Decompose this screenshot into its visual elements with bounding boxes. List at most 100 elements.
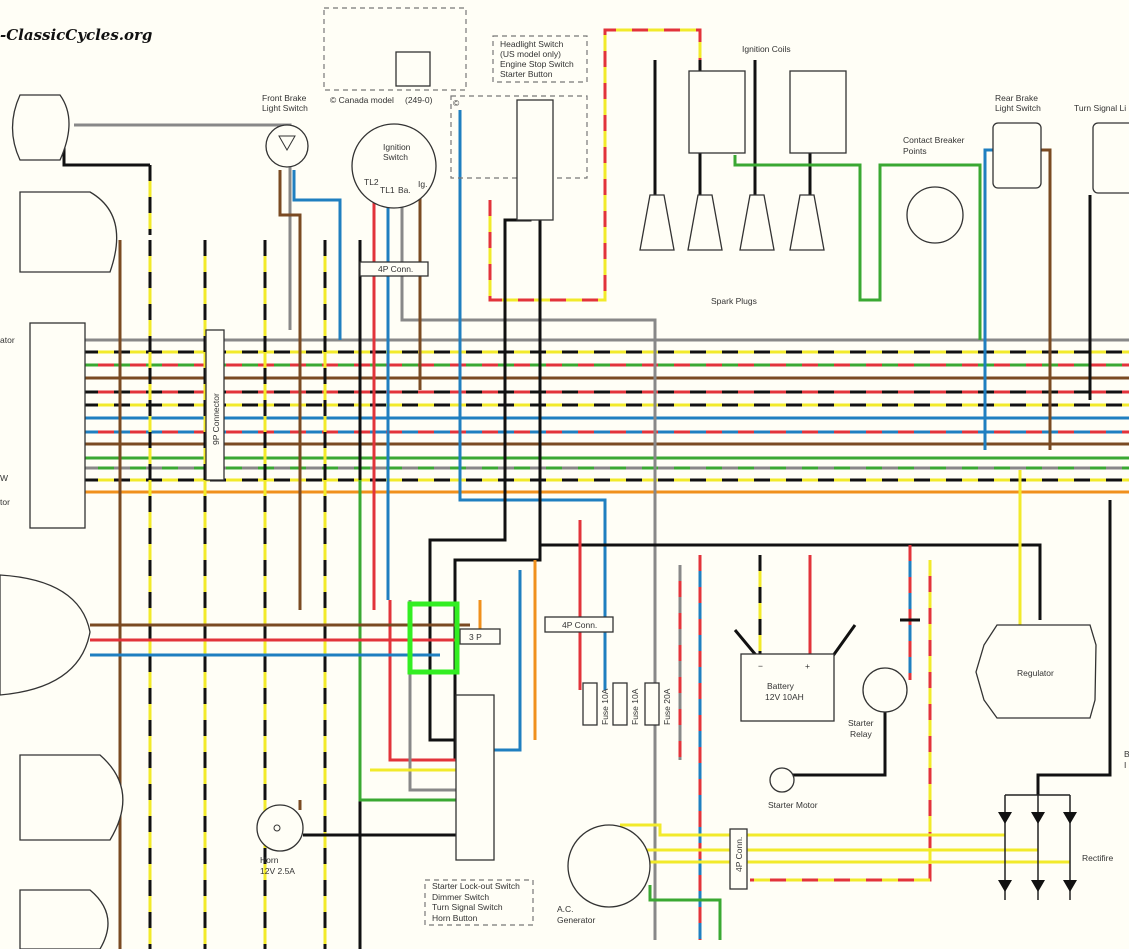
dimmer-switch-label: Dimmer Switch (432, 892, 489, 902)
meter-lamp-cluster (29, 322, 86, 529)
front-brake-label-2: Light Switch (262, 103, 308, 113)
left-lamps (0, 94, 124, 949)
battery (740, 653, 835, 722)
regulator-label: Regulator (1017, 668, 1054, 678)
switch-triangle-icon (278, 135, 296, 152)
terminal-ba: Ba. (398, 185, 411, 195)
horn-button-label: Horn Button (432, 913, 478, 923)
rear-turn-lamp (19, 754, 124, 841)
wire-black (453, 190, 542, 760)
wire-blue (458, 110, 607, 690)
starter-motor (769, 767, 795, 793)
rear-brake-light-switch (992, 122, 1042, 189)
headlight-switch-label-box (492, 35, 588, 83)
3p-connector (459, 628, 501, 645)
4p-connector-generator-label: 4P Conn. (734, 837, 744, 872)
spark-plugs-label: Spark Plugs (711, 296, 757, 306)
contact-breaker-label-2: Points (903, 146, 927, 156)
front-turn-lamp (19, 191, 118, 273)
ignition-coils-label: Ignition Coils (742, 44, 791, 54)
rectifier-label: Rectifire (1082, 853, 1113, 863)
canada-model-box (323, 7, 467, 91)
wire-red (388, 600, 456, 762)
fuse-2 (612, 682, 628, 726)
wire-black (782, 712, 887, 777)
terminal-ig: Ig. (418, 179, 427, 189)
rectifier (998, 794, 1077, 900)
copyright-mark: © (453, 98, 460, 108)
headlight-lamp (11, 94, 70, 161)
fuse-2-label: Fuse 10A (630, 688, 640, 725)
battery-plus: + (805, 661, 810, 671)
4p-connector-top (359, 261, 429, 277)
handlebar-switch-label-box (424, 879, 534, 926)
wire-black (62, 135, 150, 167)
ac-generator-label: A.C. (557, 904, 574, 914)
wire-blue (292, 170, 342, 340)
front-brake-light-switch (265, 124, 309, 168)
4p-connector-mid-label: 4P Conn. (562, 620, 597, 630)
diode-icon (998, 812, 1077, 892)
terminal-tl1: TL1 (380, 185, 395, 195)
ignition-switch-label-2: Switch (383, 152, 408, 162)
fuse-3-label: Fuse 20A (662, 688, 672, 725)
canada-code-label: (249-0) (405, 95, 433, 105)
wire-yellow-red (488, 28, 702, 302)
3p-connector-label: 3 P (469, 632, 482, 642)
ac-generator (567, 824, 651, 908)
rear-brake-label: Rear Brake (995, 93, 1038, 103)
spark-plugs (639, 194, 825, 251)
wire-brown (278, 170, 302, 610)
ac-generator-label-2: Generator (557, 915, 595, 925)
starter-relay-label-2: Relay (850, 729, 872, 739)
fuse-3 (644, 682, 660, 726)
wire-brown (1040, 148, 1052, 450)
turn-signal-relay (1092, 122, 1129, 194)
wire-black (428, 110, 532, 742)
rear-brake-label-2: Light Switch (995, 103, 1041, 113)
turn-signal-light-label: Turn Signal Li (1074, 103, 1126, 113)
wire-red-yellow (750, 560, 932, 882)
9p-connector (205, 329, 225, 481)
wire-black (1036, 500, 1112, 795)
contact-breaker-points (906, 186, 964, 244)
wire-black (540, 543, 1042, 620)
ignition-coil-2 (789, 70, 847, 154)
wire-green (648, 885, 722, 940)
front-brake-label: Front Brake (262, 93, 307, 103)
fuse-1 (582, 682, 598, 726)
right-handlebar-switch (516, 99, 554, 221)
left-handlebar-switch (455, 694, 495, 861)
wire-blue (494, 570, 522, 752)
left-cut-label-3: tor (0, 497, 10, 507)
starter-button-label: Starter Button (500, 69, 553, 79)
turn-signal-switch-label: Turn Signal Switch (432, 902, 503, 912)
wires (50, 28, 1129, 949)
regulator (975, 624, 1097, 719)
tail-lamp (19, 889, 109, 949)
horn-label: Horn (260, 855, 279, 865)
headlight-switch-label: Headlight Switch (500, 39, 564, 49)
battery-label: Battery (767, 681, 795, 691)
wire-gray (400, 196, 657, 940)
engine-stop-label: Engine Stop Switch (500, 59, 574, 69)
highlight-box (407, 601, 460, 675)
wire-green (358, 480, 456, 802)
battery-spec: 12V 10AH (765, 692, 804, 702)
contact-breaker-label: Contact Breaker (903, 135, 965, 145)
headlight-switch-box (450, 95, 588, 179)
left-cut-label-2: W (0, 473, 8, 483)
starter-motor-label: Starter Motor (768, 800, 818, 810)
wire-green (733, 155, 982, 340)
site-logo: -ClassicCycles.org (0, 26, 152, 44)
terminal-tl2: TL2 (364, 177, 379, 187)
starter-lockout-label: Starter Lock-out Switch (432, 881, 520, 891)
left-cut-label-1: ator (0, 335, 15, 345)
4p-connector-top-label: 4P Conn. (378, 264, 413, 274)
4p-connector-generator (729, 828, 748, 890)
right-cut-label-1: B (1124, 749, 1129, 759)
9p-connector-label: 9P Connector (211, 393, 221, 445)
battery-minus: − (758, 661, 763, 671)
